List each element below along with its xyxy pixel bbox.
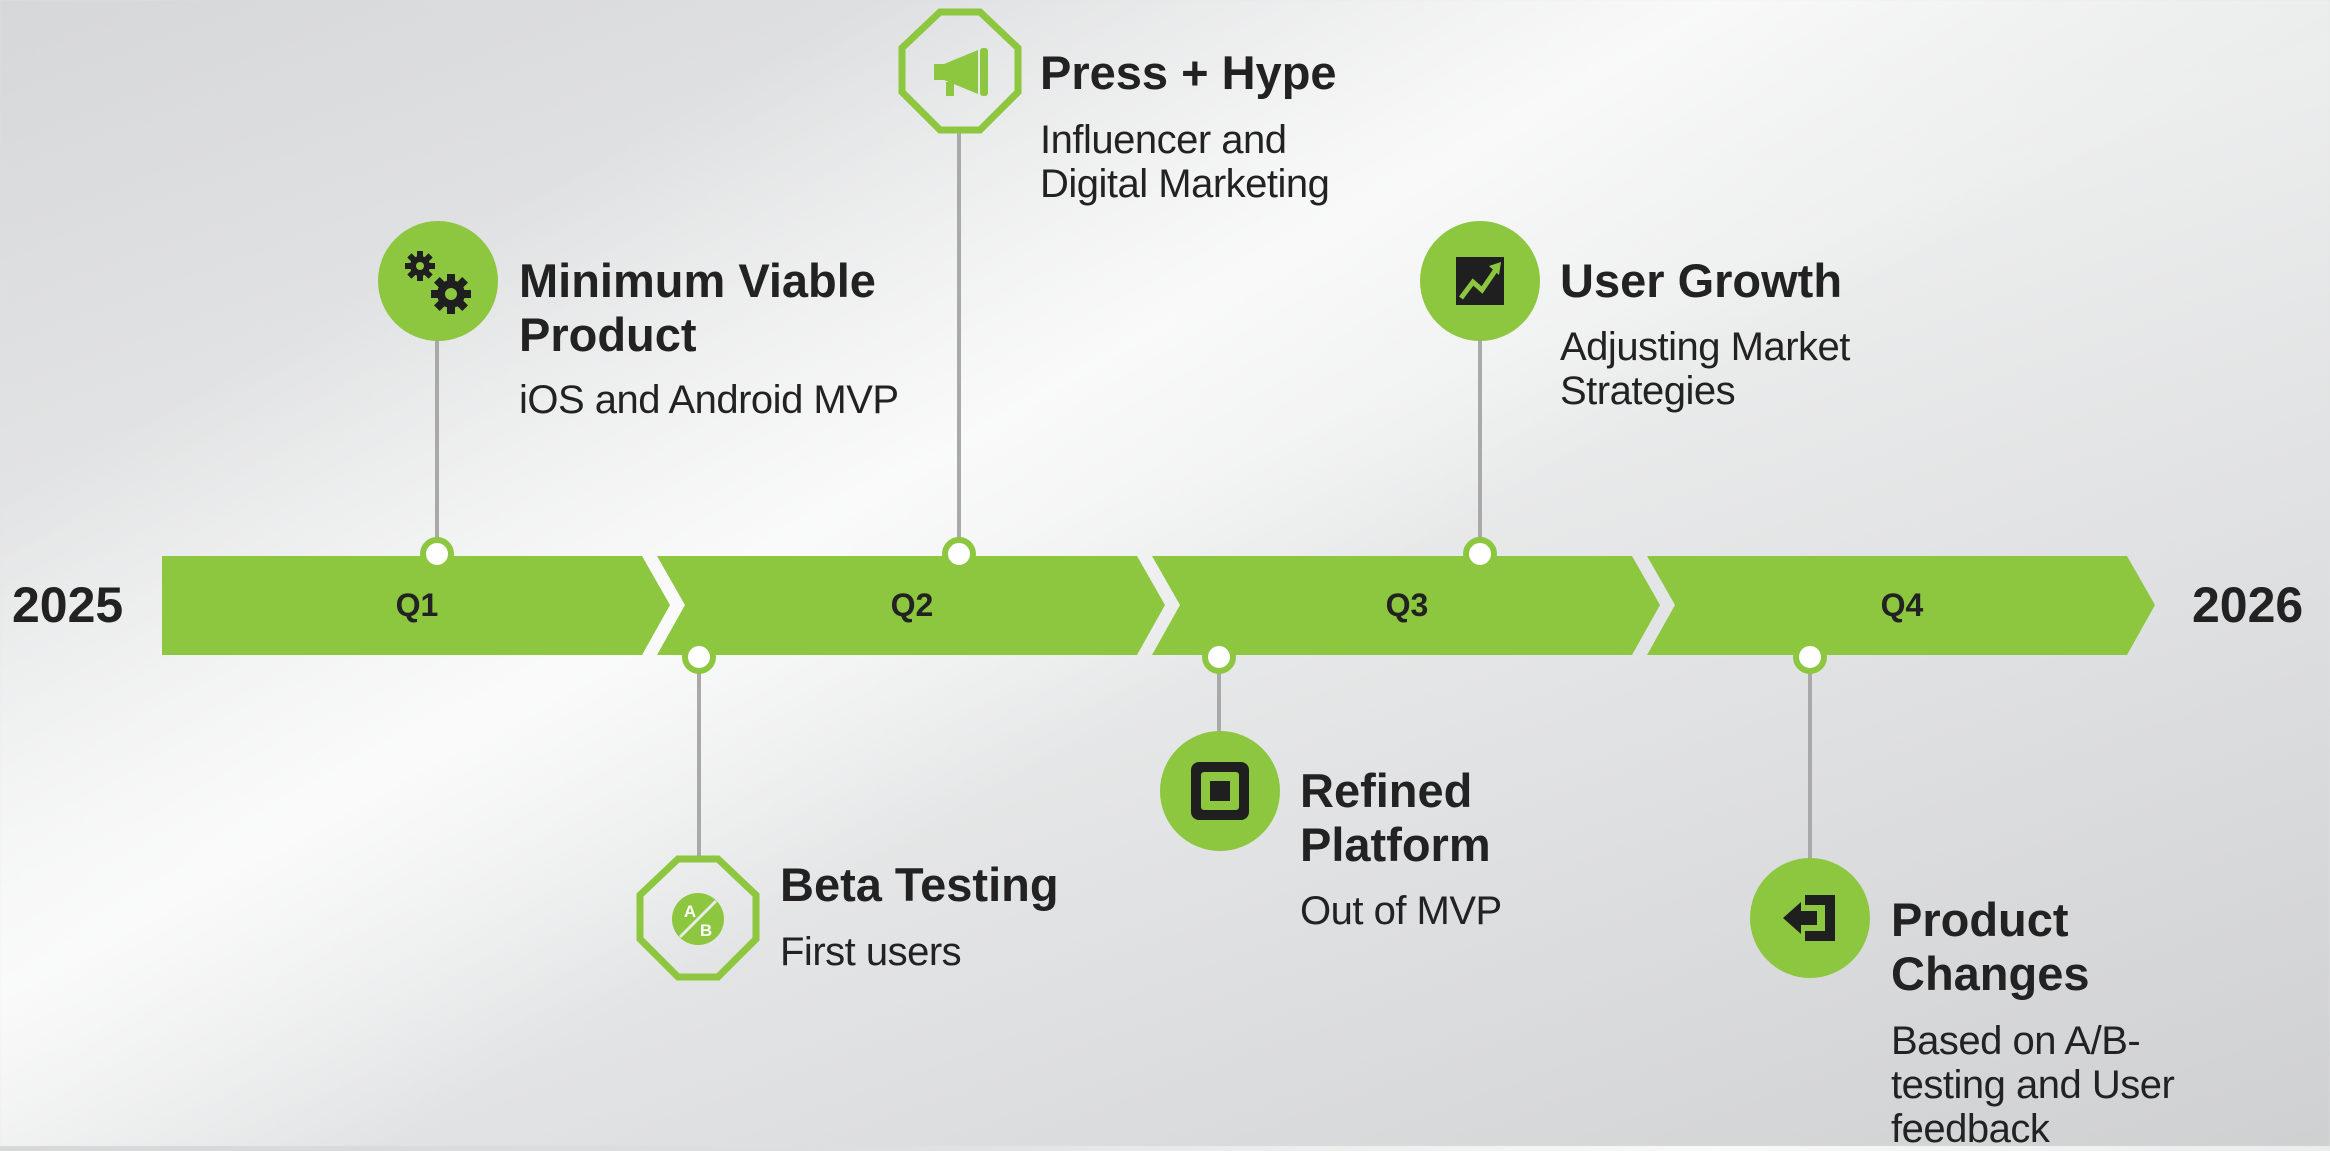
q1-segment bbox=[162, 556, 670, 655]
svg-text:A: A bbox=[684, 902, 696, 921]
milestone-dot-press bbox=[942, 537, 976, 571]
milestone-subtitle-beta: First users bbox=[780, 930, 962, 974]
milestone-dot-growth bbox=[1463, 537, 1497, 571]
milestone-title-mvp: Minimum Viable Product bbox=[519, 254, 876, 361]
stem-growth bbox=[1478, 338, 1482, 550]
quarter-label-q1: Q1 bbox=[395, 587, 439, 623]
milestone-title-refined: Refined Platform bbox=[1300, 764, 1491, 871]
milestone-dot-refined bbox=[1202, 640, 1236, 674]
ab-test-icon: A B bbox=[636, 855, 760, 981]
stem-mvp bbox=[435, 338, 439, 550]
stem-refined bbox=[1217, 660, 1221, 732]
stem-beta bbox=[697, 660, 701, 856]
quarter-label-q2: Q2 bbox=[890, 587, 934, 623]
milestone-title-press: Press + Hype bbox=[1040, 46, 1337, 99]
milestone-title-product-changes: Product Changes bbox=[1891, 893, 2090, 1000]
svg-text:B: B bbox=[700, 921, 712, 940]
milestone-subtitle-growth: Adjusting Market Strategies bbox=[1560, 325, 1850, 413]
megaphone-icon bbox=[898, 8, 1022, 134]
stem-product-changes bbox=[1808, 660, 1812, 860]
exchange-arrows-icon bbox=[1750, 858, 1870, 978]
square-target-icon bbox=[1160, 731, 1280, 851]
milestone-subtitle-press: Influencer and Digital Marketing bbox=[1040, 118, 1330, 206]
milestone-dot-beta bbox=[682, 640, 716, 674]
end-year: 2026 bbox=[2192, 577, 2304, 633]
q3-segment bbox=[1152, 556, 1660, 655]
growth-chart-icon bbox=[1420, 221, 1540, 341]
start-year: 2025 bbox=[12, 577, 124, 633]
gears-icon bbox=[378, 221, 498, 341]
q2-segment bbox=[657, 556, 1165, 655]
q4-segment bbox=[1647, 556, 2155, 655]
milestone-dot-product-changes bbox=[1793, 640, 1827, 674]
milestone-title-growth: User Growth bbox=[1560, 254, 1843, 307]
milestone-title-beta: Beta Testing bbox=[780, 858, 1059, 911]
milestone-subtitle-mvp: iOS and Android MVP bbox=[519, 378, 899, 422]
quarter-label-q3: Q3 bbox=[1385, 587, 1429, 623]
quarter-label-q4: Q4 bbox=[1880, 587, 1924, 623]
milestone-subtitle-product-changes: Based on A/B-testing and User feedback bbox=[1891, 1019, 2175, 1151]
milestone-dot-mvp bbox=[420, 537, 454, 571]
stem-press bbox=[957, 132, 961, 550]
milestone-subtitle-refined: Out of MVP bbox=[1300, 889, 1502, 933]
